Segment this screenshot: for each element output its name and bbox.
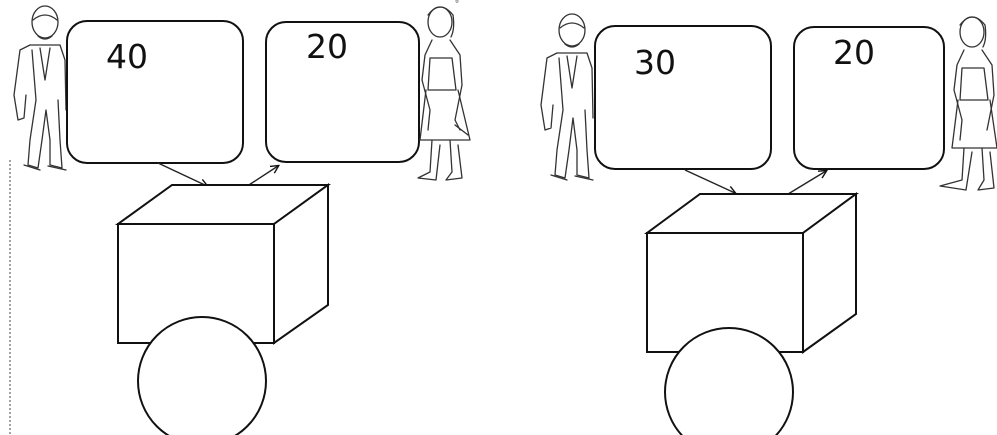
circle-shape bbox=[138, 317, 266, 435]
left-value-box bbox=[595, 26, 771, 169]
arrow-icon bbox=[685, 170, 735, 193]
woman-figure-icon bbox=[940, 17, 997, 190]
small-mark: ° bbox=[455, 0, 459, 10]
panel-2: 30 20 bbox=[541, 14, 997, 435]
cube-shape bbox=[118, 185, 328, 343]
left-value-text: 30 bbox=[634, 43, 676, 82]
woman-figure-icon bbox=[418, 7, 470, 180]
right-value-text: 20 bbox=[833, 33, 875, 72]
cube-shape bbox=[647, 194, 856, 352]
man-figure-icon bbox=[541, 14, 593, 180]
man-figure-icon bbox=[14, 6, 66, 170]
arrow-icon bbox=[158, 163, 207, 186]
left-value-text: 40 bbox=[106, 37, 148, 76]
left-value-box bbox=[67, 21, 243, 163]
right-value-text: 20 bbox=[306, 27, 348, 66]
panel-1: 40 20 ° bbox=[14, 0, 470, 435]
